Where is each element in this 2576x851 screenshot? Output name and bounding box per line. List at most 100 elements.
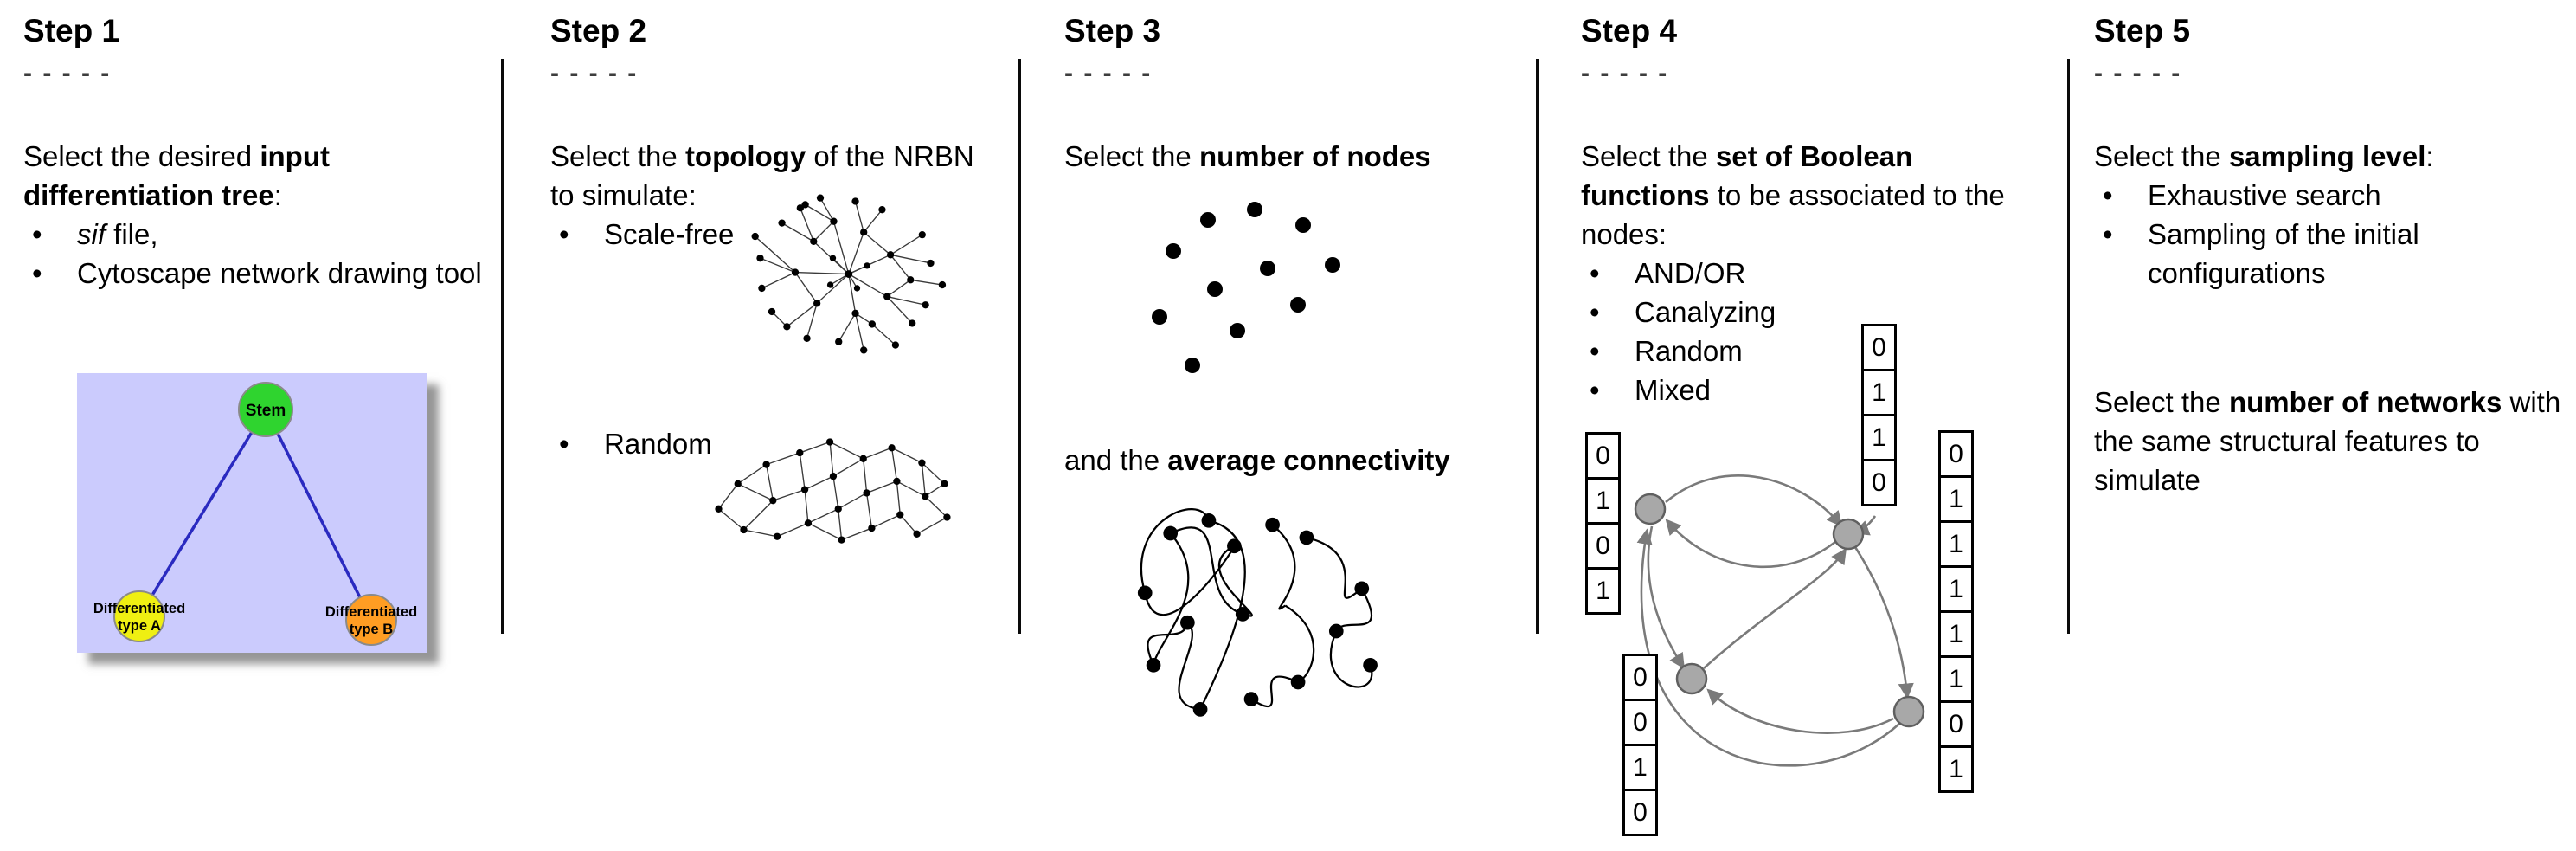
table-cell: 1 (1938, 745, 1974, 793)
bullet-label: Random (604, 428, 712, 460)
step5-intro-post: : (2425, 140, 2434, 173)
table-cell: 0 (1585, 522, 1621, 570)
step4-dashes: - - - - - (1581, 59, 1669, 88)
table-cell: 1 (1585, 477, 1621, 525)
differentiation-tree-svg: Stem Differentiated type A Differentiate… (77, 373, 427, 653)
step5-intro-bold: sampling level (2228, 140, 2426, 173)
bullet-label: Random (1635, 335, 1743, 368)
step2-intro-pre: Select the (550, 140, 685, 173)
step4-intro: Select the set of Boolean functions to b… (1581, 137, 2031, 254)
bullet-icon: • (1590, 296, 1600, 329)
step5-intro: Select the sampling level: (2094, 137, 2570, 176)
table-cell: 0 (1585, 432, 1621, 480)
table-cell: 1 (1938, 655, 1974, 703)
boolean-node-2 (1832, 518, 1865, 551)
differentiation-tree-figure: Stem Differentiated type A Differentiate… (77, 373, 427, 653)
type-a-label-line2: type A (118, 618, 161, 634)
sif-rest: file, (106, 218, 158, 251)
bullet-icon: • (559, 428, 569, 460)
step3-line1: Select the number of nodes (1064, 137, 1532, 176)
truth-table-top: 0 1 1 0 (1861, 324, 1897, 506)
bullet-icon: • (32, 257, 42, 290)
type-a-label-line1: Differentiated (93, 601, 185, 616)
truth-table-left: 0 1 0 1 (1585, 432, 1621, 615)
truth-table-right: 0 1 1 1 1 1 0 1 (1938, 430, 1974, 793)
table-cell: 1 (1585, 567, 1621, 615)
bullet-icon: • (1590, 335, 1600, 368)
bullet-icon: • (1590, 257, 1600, 290)
bullet-label: Sampling of the initial configurations (2148, 218, 2419, 290)
boolean-network-illustration (1634, 474, 1925, 767)
step3-line1-pre: Select the (1064, 140, 1199, 173)
step3-line2: and the average connectivity (1064, 441, 1532, 480)
column-divider (1536, 59, 1539, 634)
table-cell: 0 (1938, 700, 1974, 748)
sif-italic: sif (77, 218, 106, 251)
list-item-random: • Random (550, 424, 1005, 463)
step5-para2-post: with the same structural features to sim… (2094, 386, 2561, 496)
step1-dashes: - - - - - (23, 59, 112, 88)
step5-intro-pre: Select the (2094, 140, 2229, 173)
step4-column: Step 4 - - - - - Select the set of Boole… (1581, 12, 2061, 845)
scale-free-nodes (751, 194, 947, 354)
tree-edge-left (138, 409, 267, 617)
step2-intro: Select the topology of the NRBN to simul… (550, 137, 1005, 215)
step5-para2: Select the number of networks with the s… (2094, 383, 2570, 500)
bullet-icon: • (2103, 179, 2113, 212)
random-nodes (715, 438, 951, 544)
random-edges (717, 441, 948, 541)
table-cell: 1 (1861, 414, 1897, 461)
list-item-random-functions: • Random (1581, 332, 2061, 371)
table-cell: 0 (1622, 654, 1658, 701)
boolean-node-4 (1892, 695, 1925, 728)
table-cell: 0 (1622, 789, 1658, 836)
step5-title: Step 5 (2094, 13, 2191, 48)
step3-line1-bold: number of nodes (1198, 140, 1431, 173)
type-b-node (345, 594, 397, 646)
list-item-and-or: • AND/OR (1581, 254, 2061, 293)
column-divider (2067, 59, 2070, 634)
table-cell: 0 (1861, 324, 1897, 371)
bullet-icon: • (559, 218, 569, 251)
bullet-label: Scale-free (604, 218, 735, 251)
nodes-scatter-illustration (1152, 202, 1340, 373)
table-cell: 1 (1938, 520, 1974, 568)
boolean-network-nodes (1634, 493, 1925, 728)
list-item-sif-file: • sif file, (23, 215, 486, 254)
step3-dashes: - - - - - (1064, 59, 1153, 88)
step2-intro-post: of the NRBN to simulate: (550, 140, 974, 212)
step3-title: Step 3 (1064, 13, 1161, 48)
list-item-exhaustive: • Exhaustive search (2094, 176, 2570, 215)
list-item-cytoscape: • Cytoscape network drawing tool (23, 254, 486, 293)
bullet-label: Canalyzing (1635, 296, 1776, 329)
table-cell: 0 (1938, 430, 1974, 478)
step2-column: Step 2 - - - - - Select the topology of … (550, 12, 1005, 845)
step1-intro-bold: input differentiation tree (23, 140, 330, 212)
step5-para2-pre: Select the (2094, 386, 2229, 418)
table-cell: 0 (1622, 699, 1658, 746)
step1-intro: Select the desired input differentiation… (23, 137, 486, 215)
column-divider (501, 59, 504, 634)
list-item-scale-free: • Scale-free (550, 215, 1005, 254)
bullet-icon: • (1590, 374, 1600, 407)
step3-column: Step 3 - - - - - Select the number of no… (1064, 12, 1532, 845)
boolean-node-3 (1675, 662, 1708, 695)
step1-intro-post: : (273, 179, 282, 212)
list-item-mixed: • Mixed (1581, 371, 2061, 409)
bullet-label: Cytoscape network drawing tool (77, 257, 482, 290)
table-cell: 1 (1938, 475, 1974, 523)
table-cell: 1 (1938, 610, 1974, 658)
list-item-sampling: • Sampling of the initial configurations (2094, 215, 2544, 293)
column-divider (1018, 59, 1021, 634)
boolean-network-arrows (1636, 474, 1914, 767)
step5-column: Step 5 - - - - - Select the sampling lev… (2094, 12, 2570, 845)
step2-intro-bold: topology (684, 140, 806, 173)
step4-intro-post: to be associated to the nodes: (1581, 179, 2005, 251)
step3-line2-pre: and the (1064, 444, 1168, 476)
connectivity-network-illustration (1137, 507, 1378, 717)
bullet-label: Mixed (1635, 374, 1712, 407)
type-a-node (113, 590, 165, 642)
stem-node (238, 382, 293, 437)
truth-table-bottom: 0 0 1 0 (1622, 654, 1658, 836)
